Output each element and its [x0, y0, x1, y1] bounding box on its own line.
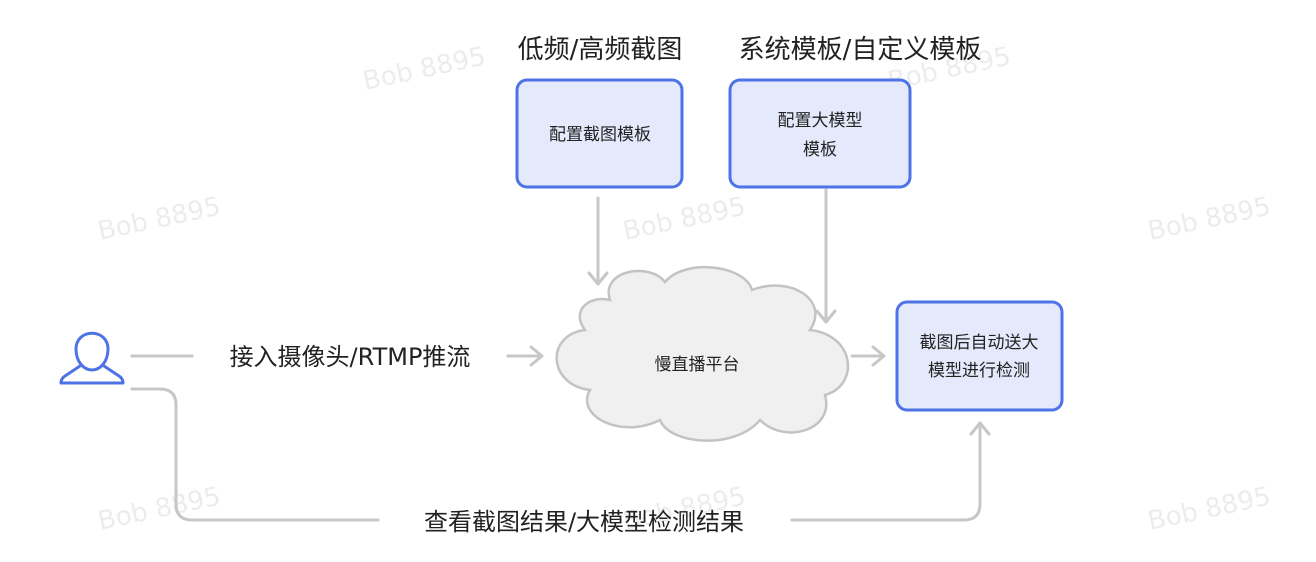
watermark: Bob 8895 [1145, 482, 1273, 537]
arrowhead [587, 271, 609, 286]
watermark: Bob 8895 [95, 482, 223, 537]
screenshot-template-node [515, 78, 684, 189]
arrowhead [815, 309, 837, 324]
edge-user-to-results-end [790, 422, 982, 522]
camera-push-label: 接入摄像头/RTMP推流 [230, 343, 471, 371]
watermark: Bob 8895 [360, 42, 488, 97]
screenshot-frequency-title: 低频/高频截图 [518, 35, 683, 65]
watermark: Bob 8895 [620, 192, 748, 247]
template-type-title: 系统模板/自定义模板 [739, 35, 982, 65]
model-template-label-line1: 配置大模型 [778, 111, 863, 131]
detection-label-line2: 模型进行检测 [928, 361, 1030, 381]
model-template-node [728, 78, 912, 189]
platform-label: 慢直播平台 [655, 354, 740, 375]
arrowhead [969, 421, 991, 436]
detection-label-line1: 截图后自动送大 [920, 333, 1039, 353]
model-template-label-line2: 模板 [803, 140, 837, 160]
arrowhead [529, 345, 544, 367]
watermark: Bob 8895 [95, 192, 223, 247]
user-icon [59, 331, 125, 385]
watermark: Bob 8895 [1145, 192, 1273, 247]
platform-cloud [555, 266, 850, 442]
screenshot-template-label: 配置截图模板 [549, 125, 651, 145]
edge-user-to-results-start [130, 387, 380, 522]
detection-node [895, 300, 1064, 412]
view-results-label: 查看截图结果/大模型检测结果 [424, 508, 744, 536]
arrowhead [871, 345, 886, 367]
